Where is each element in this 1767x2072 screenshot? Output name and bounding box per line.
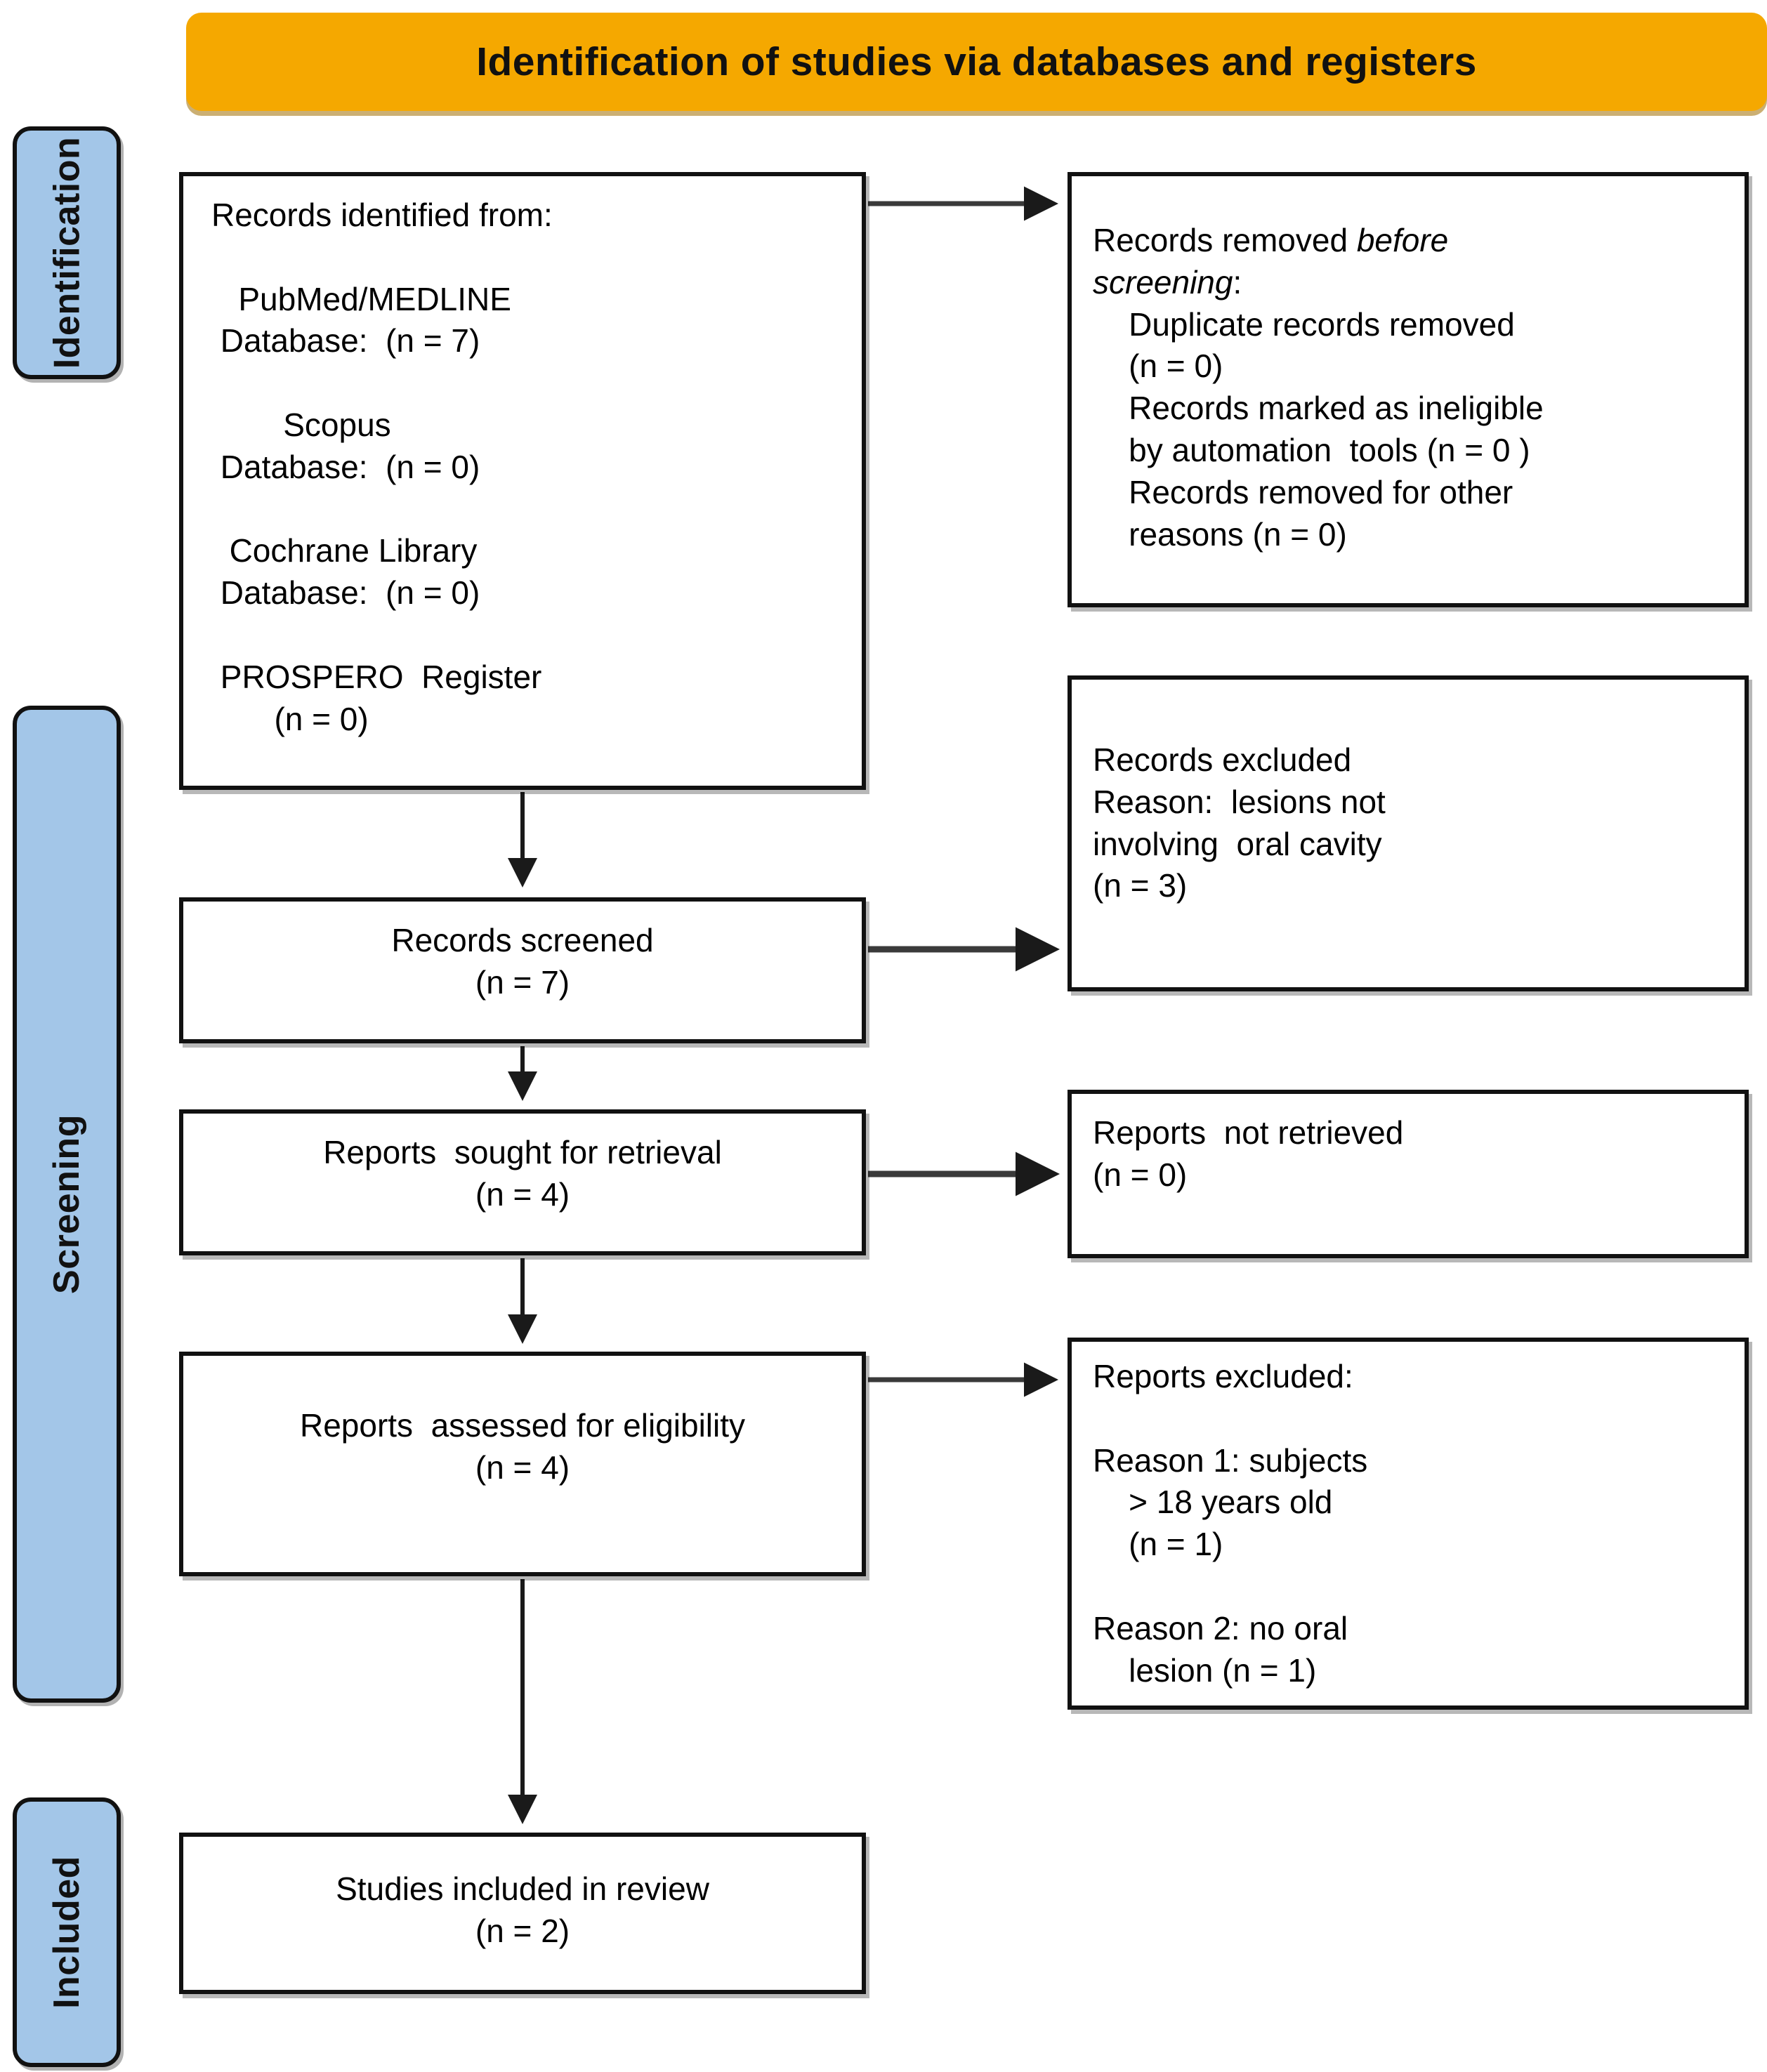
phase-label-screening: Screening bbox=[13, 706, 121, 1703]
box-records-identified: Records identified from: PubMed/MEDLINE … bbox=[179, 172, 866, 790]
phase-label-screening-text: Screening bbox=[46, 1114, 88, 1294]
records-removed-line1-italic: before bbox=[1356, 222, 1449, 258]
records-removed-rest: Duplicate records removed (n = 0) Record… bbox=[1129, 305, 1544, 553]
box-reports-not-retrieved: Reports not retrieved (n = 0) bbox=[1068, 1090, 1749, 1258]
box-reports-excluded-text: Reports excluded: Reason 1: subjects > 1… bbox=[1093, 1358, 1368, 1689]
box-reports-assessed-for-eligibility: Reports assessed for eligibility (n = 4) bbox=[179, 1352, 866, 1576]
box-records-screened: Records screened (n = 7) bbox=[179, 897, 866, 1043]
diagram-title-text: Identification of studies via databases … bbox=[476, 39, 1477, 84]
box-records-excluded: Records excluded Reason: lesions not inv… bbox=[1068, 675, 1749, 991]
box-records-identified-text: Records identified from: PubMed/MEDLINE … bbox=[211, 197, 553, 737]
phase-label-identification: Identification bbox=[13, 126, 121, 379]
diagram-title-banner: Identification of studies via databases … bbox=[186, 13, 1767, 111]
phase-label-included-text: Included bbox=[46, 1856, 88, 2009]
records-removed-line2-italic: screening bbox=[1093, 263, 1233, 301]
box-studies-included-in-review-text: Studies included in review (n = 2) bbox=[336, 1870, 709, 1949]
records-removed-line2-rest: : bbox=[1233, 263, 1242, 301]
phase-label-included: Included bbox=[13, 1797, 121, 2067]
box-reports-sought-for-retrieval-text: Reports sought for retrieval (n = 4) bbox=[323, 1134, 722, 1213]
box-records-removed-before-screening-text: Records removed before screening: Duplic… bbox=[1072, 176, 1745, 574]
box-records-removed-before-screening: Records removed before screening: Duplic… bbox=[1068, 172, 1749, 607]
box-reports-not-retrieved-text: Reports not retrieved (n = 0) bbox=[1093, 1114, 1404, 1193]
box-records-excluded-text: Records excluded Reason: lesions not inv… bbox=[1093, 741, 1386, 904]
phase-label-identification-text: Identification bbox=[46, 136, 87, 369]
box-reports-sought-for-retrieval: Reports sought for retrieval (n = 4) bbox=[179, 1109, 866, 1255]
box-reports-excluded: Reports excluded: Reason 1: subjects > 1… bbox=[1068, 1338, 1749, 1710]
box-reports-assessed-for-eligibility-text: Reports assessed for eligibility (n = 4) bbox=[299, 1407, 746, 1486]
records-removed-line1: Records removed bbox=[1093, 222, 1357, 258]
box-records-screened-text: Records screened (n = 7) bbox=[391, 922, 654, 1001]
box-studies-included-in-review: Studies included in review (n = 2) bbox=[179, 1833, 866, 1994]
